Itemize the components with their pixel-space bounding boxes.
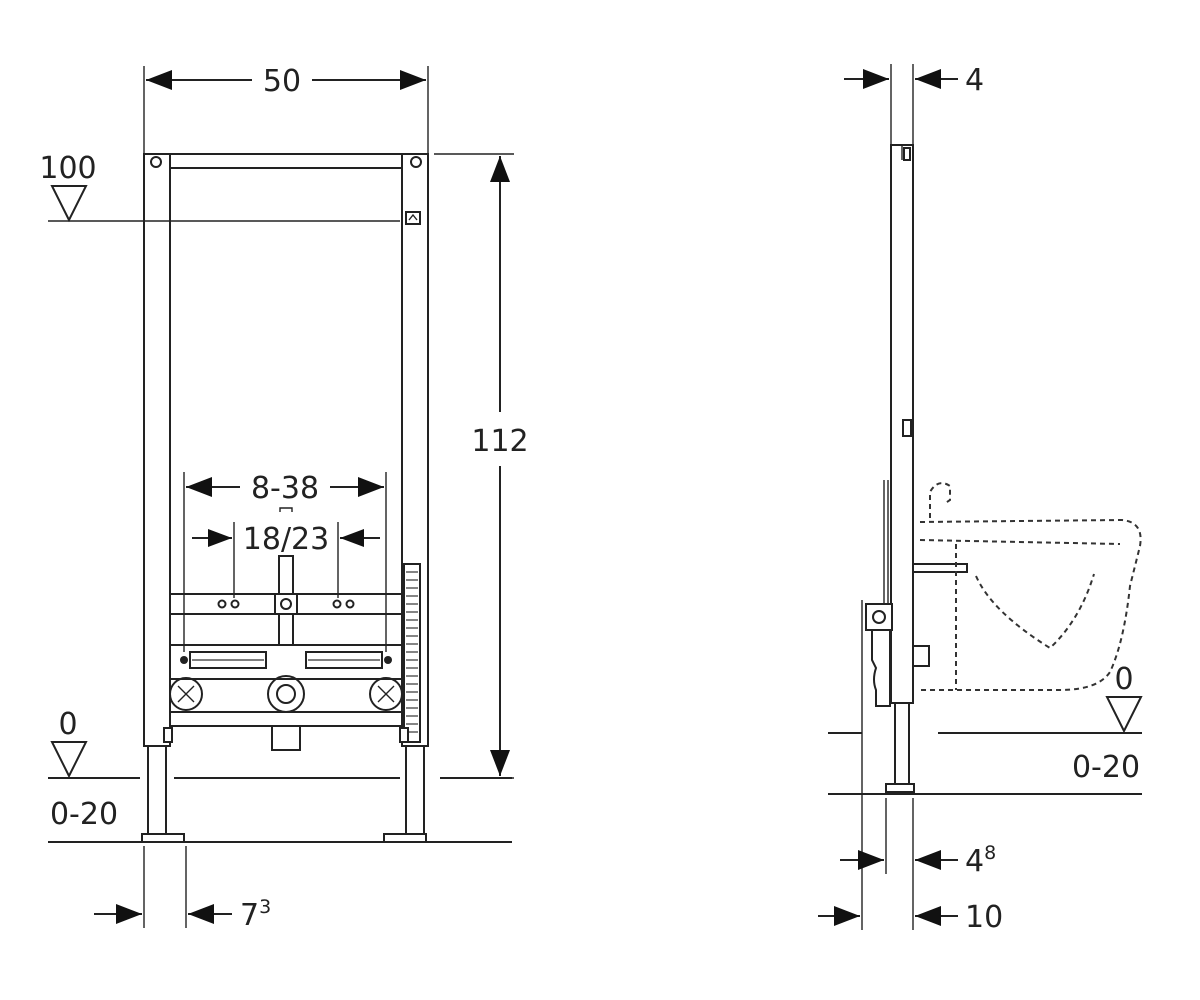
level-100-marker: 100: [39, 151, 400, 223]
side-level-0-label: 0: [1114, 662, 1133, 697]
width-label: 50: [263, 64, 301, 99]
foot-offset-dimension: 48: [840, 600, 996, 930]
side-floor-range-label: 0-20: [1072, 750, 1140, 785]
leg-offset-sup: 3: [259, 896, 271, 918]
leg-offset-label: 73: [240, 896, 271, 933]
side-view: 4 0: [818, 63, 1143, 935]
screw-icon: [410, 156, 422, 168]
side-floor-levels: 0 0-20: [828, 662, 1143, 795]
connection-spacing-label: 18/23: [243, 522, 329, 557]
foot-depth-label: 10: [965, 900, 1003, 935]
level-100-label: 100: [39, 151, 96, 186]
frame-depth-label: 4: [965, 63, 984, 98]
level-triangle-icon: [1105, 696, 1143, 734]
frame-depth-dimension: 4: [844, 63, 984, 146]
bidet-outline: [919, 482, 1142, 691]
screw-icon: [150, 156, 162, 168]
floor-level-marker: 0 0-20: [48, 707, 512, 843]
connection-spacing-dimension: 18/23: [192, 507, 380, 598]
leg-offset-dimension: 73: [94, 846, 271, 933]
foot-offset-main: 4: [965, 844, 984, 879]
level-mark-icon: [405, 211, 421, 225]
connection-range-label: 8-38: [251, 471, 319, 506]
height-dimension: 112: [434, 153, 529, 779]
level-triangle-icon: [50, 741, 88, 779]
height-label: 112: [471, 424, 528, 459]
floor-range-label: 0-20: [50, 797, 118, 832]
level-triangle-icon: [50, 185, 88, 223]
foot-offset-sup: 8: [984, 842, 996, 864]
mounting-frame: [141, 153, 429, 843]
front-view: 50: [39, 64, 528, 933]
level-0-label: 0: [58, 707, 77, 742]
width-dimension: 50: [143, 64, 429, 155]
connection-range-dimension: 8-38: [183, 471, 387, 652]
bidet-mounting-plate: [163, 555, 421, 751]
foot-offset-label: 48: [965, 842, 996, 879]
side-frame: [865, 144, 968, 793]
foot-depth-dimension: 10: [818, 900, 1003, 935]
leg-offset-main: 7: [240, 898, 259, 933]
